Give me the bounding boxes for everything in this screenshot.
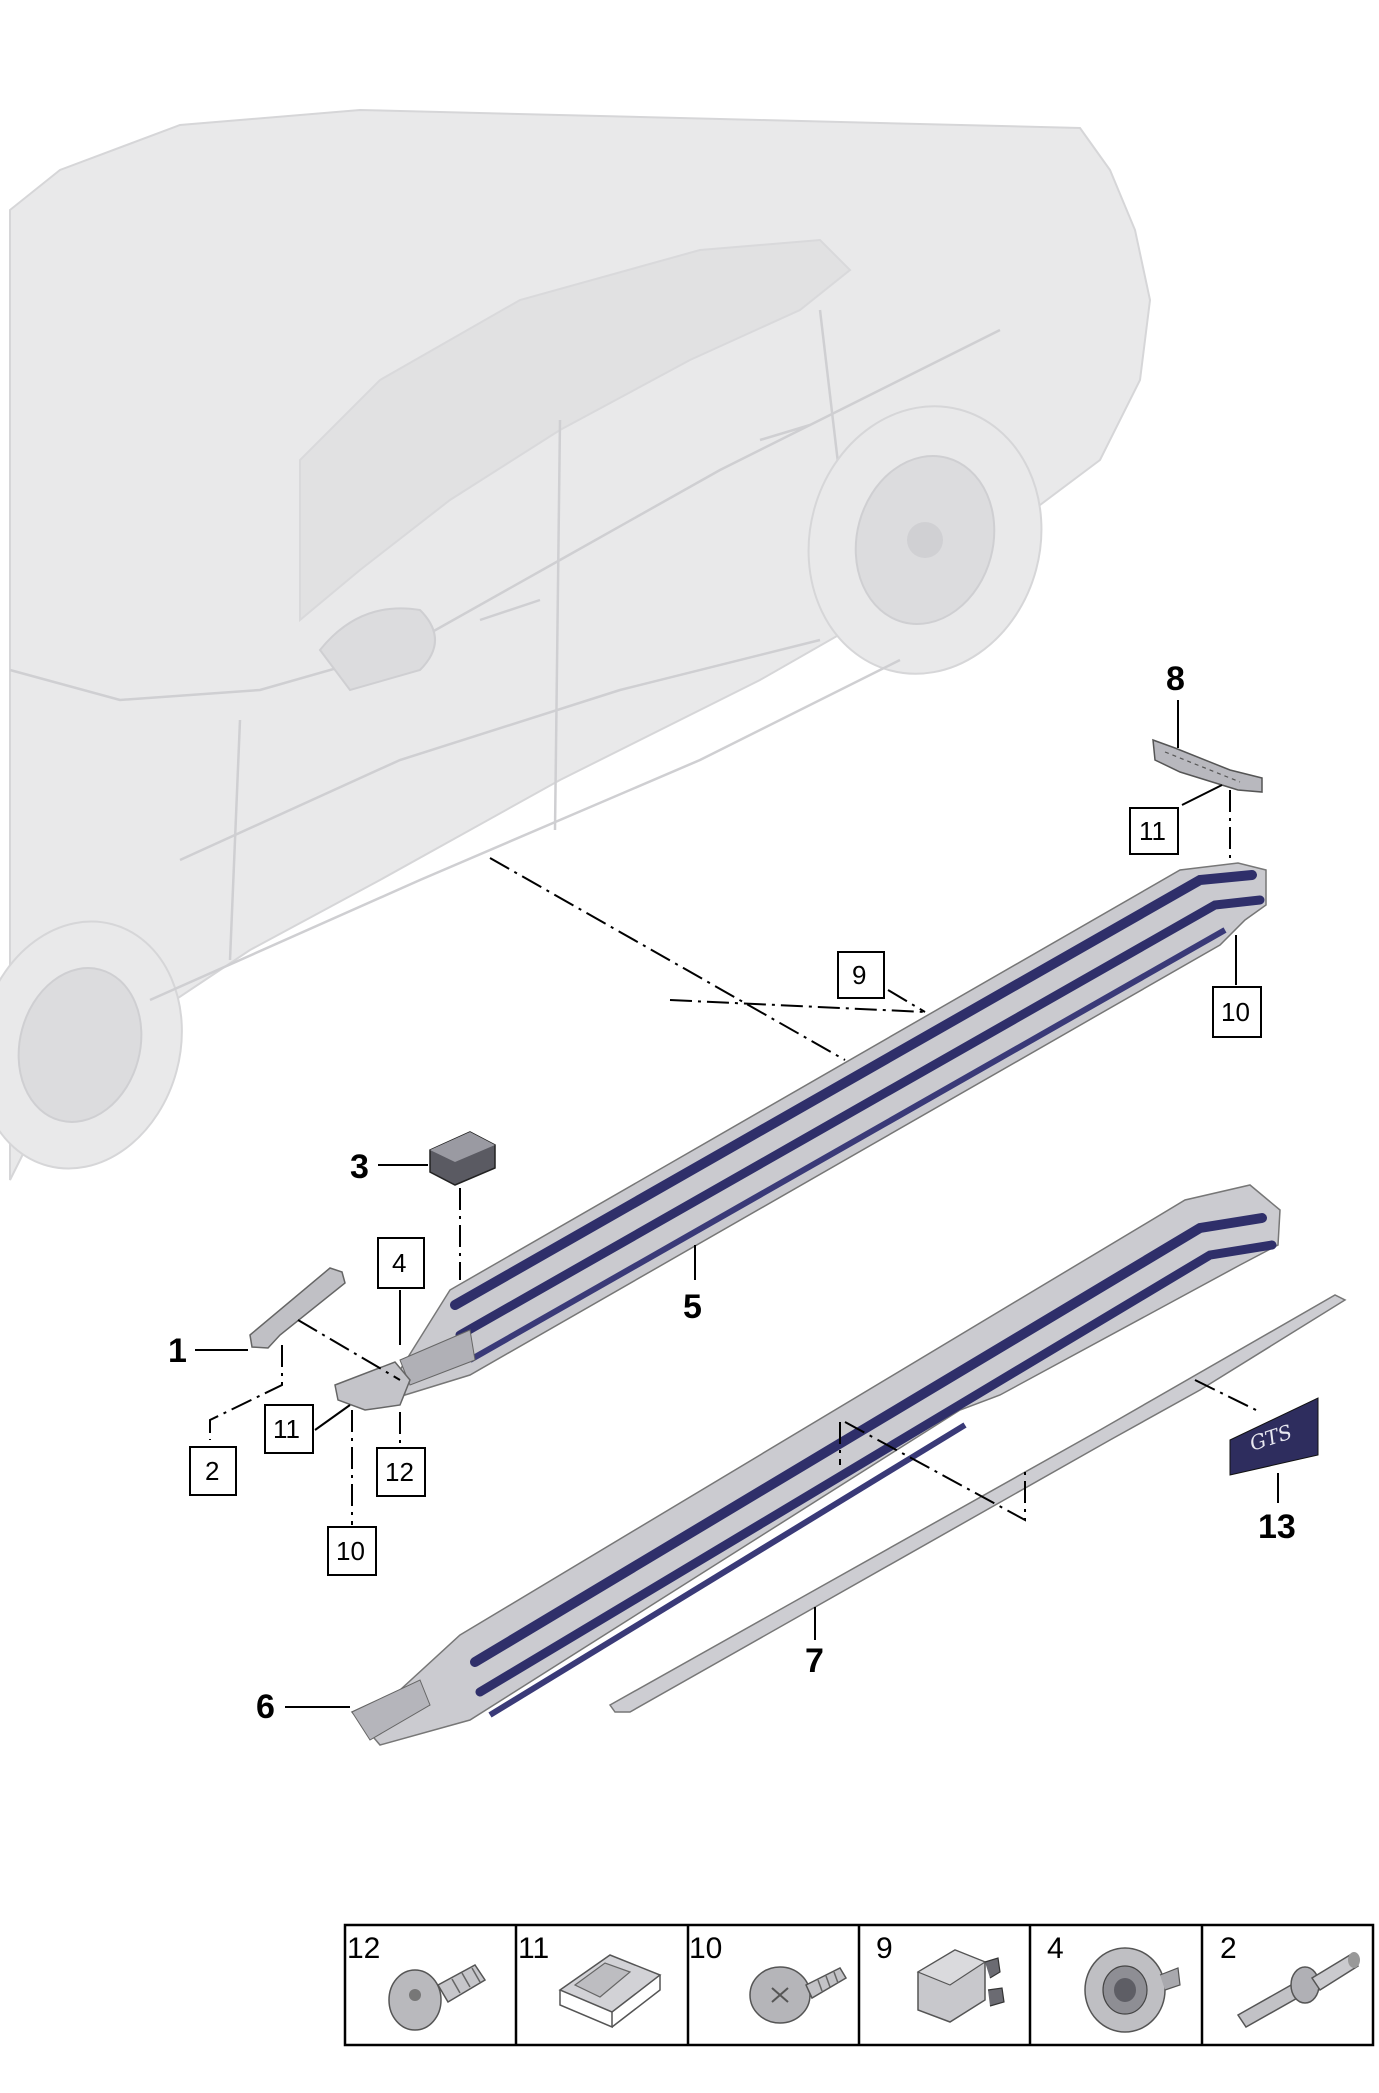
strip-label-4: 4 (1047, 1932, 1064, 1965)
svg-text:11: 11 (273, 1414, 300, 1444)
strip-label-11: 11 (518, 1932, 549, 1965)
svg-text:2: 2 (205, 1456, 219, 1486)
callout-box-10-lower: 10 (327, 1526, 377, 1576)
callout-7: 7 (805, 1642, 824, 1680)
svg-text:10: 10 (336, 1536, 365, 1566)
boxed-callouts: 11 9 10 4 11 2 12 10 (189, 807, 1262, 1576)
front-mount-bracket (334, 1361, 411, 1411)
svg-text:4: 4 (392, 1248, 406, 1278)
strip-cell-11: 11 (518, 1932, 662, 2029)
callout-box-10-upper: 10 (1212, 986, 1262, 1038)
strip-label-9: 9 (876, 1932, 893, 1965)
parts-strip: 12 11 10 (343, 1923, 1375, 2047)
bolt-icon (388, 1964, 487, 2031)
part-1-bracket (249, 1267, 346, 1349)
leader-lines (195, 700, 1279, 1708)
svg-text:12: 12 (385, 1457, 414, 1487)
part-3-block (429, 1131, 496, 1186)
grommet-icon (1084, 1947, 1181, 2033)
svg-text:9: 9 (852, 960, 866, 990)
clip-icon (558, 1954, 662, 2029)
strip-cell-10: 10 (689, 1932, 848, 2024)
pin-rivet-icon (1236, 1952, 1360, 2028)
callout-box-2: 2 (189, 1446, 237, 1496)
plain-callouts: 1 3 5 6 7 8 13 (168, 660, 1296, 1726)
part-7-trim-strip (608, 1294, 1347, 1713)
screw-icon (749, 1966, 848, 2024)
strip-cell-9: 9 (876, 1932, 1005, 2023)
callout-6: 6 (256, 1688, 275, 1726)
part-5-sill-panel (399, 862, 1267, 1396)
callout-13: 13 (1258, 1508, 1296, 1546)
callout-box-11-lower: 11 (264, 1404, 314, 1454)
strip-label-2: 2 (1220, 1932, 1237, 1965)
callout-1: 1 (168, 1332, 187, 1370)
strip-cell-2: 2 (1220, 1932, 1360, 2028)
callout-box-9: 9 (837, 951, 885, 999)
strip-cell-4: 4 (1047, 1932, 1181, 2033)
strip-cell-12: 12 (347, 1932, 487, 2031)
strip-label-12: 12 (347, 1932, 380, 1965)
strip-label-10: 10 (689, 1932, 722, 1965)
callout-box-4: 4 (377, 1237, 425, 1289)
callout-3: 3 (350, 1148, 369, 1186)
part-8-bracket (1152, 738, 1263, 793)
callout-5: 5 (683, 1288, 702, 1326)
part-13-badge: GTS (1229, 1397, 1319, 1476)
callout-box-11-upper: 11 (1129, 807, 1179, 855)
part-6-sill-panel (350, 1184, 1281, 1746)
svg-text:11: 11 (1139, 816, 1166, 846)
callout-box-12: 12 (376, 1447, 426, 1497)
svg-text:10: 10 (1221, 997, 1250, 1027)
callout-8: 8 (1166, 660, 1185, 698)
car-illustration (0, 108, 1152, 1181)
retainer-icon (916, 1949, 1005, 2023)
